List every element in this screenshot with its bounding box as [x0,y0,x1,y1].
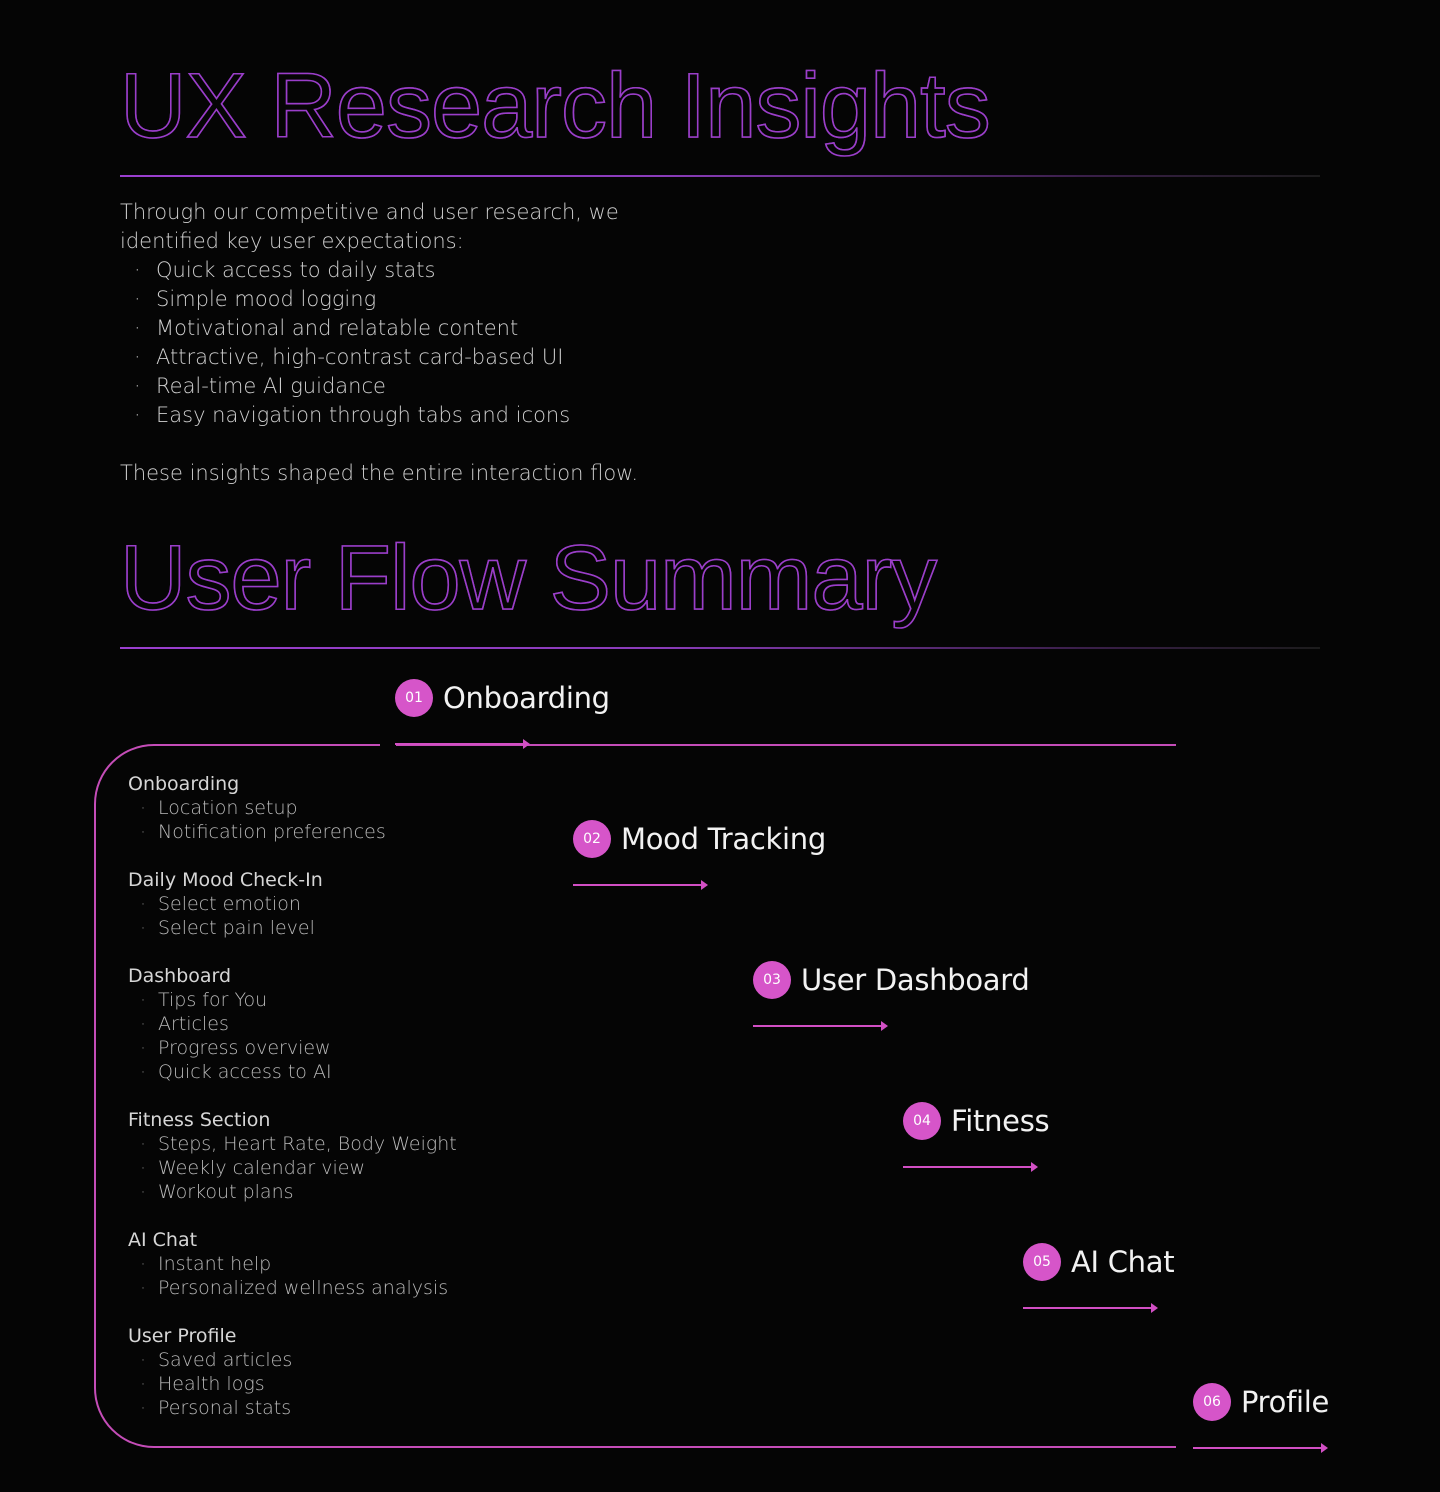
detail-item: Health logs [128,1372,548,1396]
step-user-dashboard: 03 User Dashboard [753,961,1030,999]
detail-heading: Dashboard [128,965,232,987]
step-label: User Dashboard [801,963,1030,997]
expectation-item: Easy navigation through tabs and icons [120,401,680,430]
detail-item: Notification preferences [128,820,548,844]
arrow-right-icon [903,1162,1038,1172]
insights-title: UX Research Insights [119,55,991,157]
flow-title: User Flow Summary [119,527,938,629]
detail-item: Tips for You [128,988,548,1012]
insights-divider [120,175,1320,177]
step-number-badge: 06 [1193,1383,1231,1421]
step-mood-tracking: 02 Mood Tracking [573,820,826,858]
detail-list: Saved articles Health logs Personal stat… [128,1348,548,1420]
step-number-badge: 01 [395,679,433,717]
detail-item: Instant help [128,1252,548,1276]
step-label: Fitness [951,1104,1050,1138]
detail-list: Steps, Heart Rate, Body Weight Weekly ca… [128,1132,548,1204]
detail-item: Select emotion [128,892,548,916]
expectation-item: Real-time AI guidance [120,372,680,401]
detail-heading: Fitness Section [128,1109,271,1131]
intro-closing: These insights shaped the entire interac… [120,461,639,485]
detail-item: Select pain level [128,916,548,940]
step-profile: 06 Profile [1193,1383,1329,1421]
detail-heading: Daily Mood Check-In [128,869,323,891]
detail-heading: Onboarding [128,773,240,795]
detail-heading: User Profile [128,1325,237,1347]
step-fitness: 04 Fitness [903,1102,1050,1140]
detail-heading: AI Chat [128,1229,198,1251]
step-number-badge: 03 [753,961,791,999]
expectation-item: Attractive, high-contrast card-based UI [120,343,680,372]
expectation-item: Motivational and relatable content [120,314,680,343]
step-label: Onboarding [443,681,610,715]
detail-group-mood: Daily Mood Check-In Select emotion Selec… [128,868,548,940]
flow-frame [94,744,1176,1448]
detail-group-dashboard: Dashboard Tips for You Articles Progress… [128,964,548,1084]
step-number-badge: 02 [573,820,611,858]
expectation-item: Quick access to daily stats [120,256,680,285]
step-number-badge: 05 [1023,1243,1061,1281]
arrow-right-icon [395,739,530,749]
step-number-badge: 04 [903,1102,941,1140]
detail-group-fitness: Fitness Section Steps, Heart Rate, Body … [128,1108,548,1204]
detail-item: Saved articles [128,1348,548,1372]
expectation-item: Simple mood logging [120,285,680,314]
detail-list: Select emotion Select pain level [128,892,548,940]
arrow-right-icon [753,1021,888,1031]
detail-list: Tips for You Articles Progress overview … [128,988,548,1084]
flow-divider [120,647,1320,649]
frame-gap [380,740,396,748]
step-label: Mood Tracking [621,822,826,856]
flow-details: Onboarding Location setup Notification p… [128,772,548,1444]
detail-group-onboarding: Onboarding Location setup Notification p… [128,772,548,844]
detail-item: Personal stats [128,1396,548,1420]
detail-item: Location setup [128,796,548,820]
detail-item: Quick access to AI [128,1060,548,1084]
detail-item: Personalized wellness analysis [128,1276,548,1300]
step-label: Profile [1241,1385,1330,1419]
detail-list: Location setup Notification preferences [128,796,548,844]
intro-paragraph: Through our competitive and user researc… [120,200,619,253]
arrow-right-icon [1193,1443,1328,1453]
detail-group-ai-chat: AI Chat Instant help Personalized wellne… [128,1228,548,1300]
detail-item: Workout plans [128,1180,548,1204]
step-label: AI Chat [1071,1245,1175,1279]
expectations-list: Quick access to daily stats Simple mood … [120,256,680,430]
detail-item: Articles [128,1012,548,1036]
detail-item: Weekly calendar view [128,1156,548,1180]
arrow-right-icon [573,880,708,890]
step-onboarding: 01 Onboarding [395,679,610,717]
detail-group-profile: User Profile Saved articles Health logs … [128,1324,548,1420]
detail-list: Instant help Personalized wellness analy… [128,1252,548,1300]
insights-intro: Through our competitive and user researc… [120,198,680,488]
step-ai-chat: 05 AI Chat [1023,1243,1175,1281]
detail-item: Progress overview [128,1036,548,1060]
detail-item: Steps, Heart Rate, Body Weight [128,1132,548,1156]
arrow-right-icon [1023,1303,1158,1313]
